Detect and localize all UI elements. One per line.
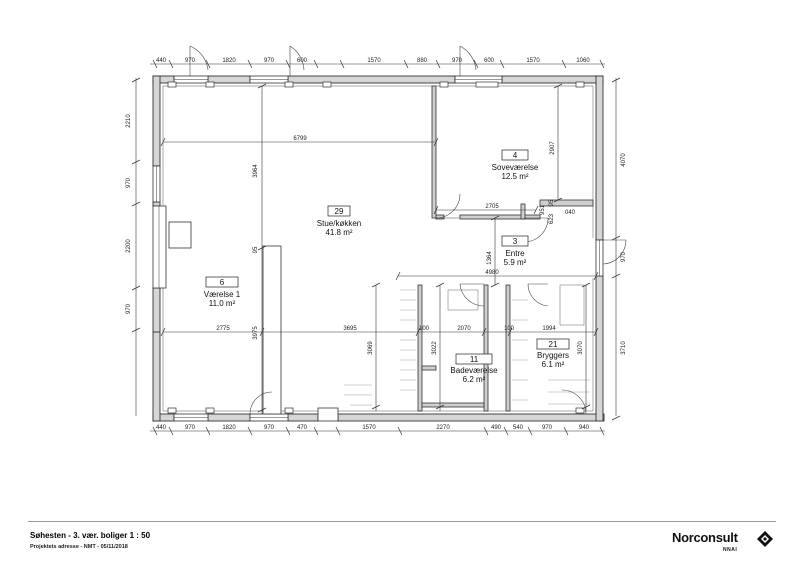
dimension-ticks <box>131 59 621 436</box>
dim-bottom-2: 1820 <box>222 425 236 431</box>
room-4-name: Soveværelse <box>492 163 539 172</box>
dim-inner-3695: 3695 <box>343 326 357 332</box>
room-29-name: Stue/køkken <box>317 219 361 228</box>
dim-top-10: 1060 <box>576 58 590 64</box>
dim-top-6: 880 <box>417 58 428 64</box>
dim-top-8: 600 <box>484 58 495 64</box>
room-4-number: 4 <box>513 151 518 160</box>
dim-bottom-6: 2270 <box>436 425 450 431</box>
room-29-number: 29 <box>335 207 344 216</box>
dim-bottom-3: 970 <box>264 425 275 431</box>
window-sills <box>167 81 585 414</box>
dim-inner-951: 951 <box>540 204 546 215</box>
dim-top-9: 1570 <box>526 58 540 64</box>
dim-inner-100b: 100 <box>504 326 515 332</box>
dim-inner-3070: 3070 <box>578 341 584 355</box>
dim-inner-95b: 95 <box>253 246 259 253</box>
exterior-walls <box>152 75 605 422</box>
dim-inner-3975: 3975 <box>253 326 259 340</box>
room-4-label: 4 Soveværelse 12.5 m² <box>492 149 539 181</box>
dim-bottom-8: 540 <box>513 425 524 431</box>
dim-bottom-4: 470 <box>297 425 308 431</box>
dim-top-0: 440 <box>156 58 167 64</box>
room-6-area: 11.0 m² <box>209 299 236 308</box>
inner-dimension-ticks <box>160 83 599 413</box>
room-21-name: Bryggers <box>537 351 569 360</box>
right-dimension-labels: 4070 970 3710 <box>621 153 627 355</box>
norconsult-logo-icon <box>757 531 773 547</box>
dim-left-3: 970 <box>126 303 132 314</box>
dim-right-2: 3710 <box>621 341 627 355</box>
room-6-label: 6 Værelse 1 11.0 m² <box>204 276 241 308</box>
dim-left-0: 2210 <box>126 114 132 128</box>
floor-plan: 440 970 1820 970 600 1570 880 970 600 15… <box>126 45 627 436</box>
room-3-number: 3 <box>513 237 518 246</box>
dim-inner-4980: 4980 <box>485 270 499 276</box>
dim-inner-3964: 3964 <box>253 164 259 178</box>
room-3-label: 3 Entre 5.9 m² <box>501 235 529 267</box>
room-3-name: Entre <box>505 249 525 258</box>
stair-hatch <box>344 289 590 406</box>
room-29-area: 41.8 m² <box>325 228 352 237</box>
room-11-name: Badeværelse <box>450 366 498 375</box>
dim-inner-2705: 2705 <box>485 204 499 210</box>
room-11-number: 11 <box>470 355 479 364</box>
dim-bottom-5: 1570 <box>362 425 376 431</box>
drawing-subtitle: Projektets adresse - NMT - 05/11/2018 <box>30 544 128 550</box>
fixtures <box>299 144 585 326</box>
dim-inner-95a: 95 <box>549 199 555 206</box>
room-11-area: 6.2 m² <box>463 375 486 384</box>
dim-inner-623: 623 <box>549 213 555 224</box>
dim-top-7: 970 <box>452 58 463 64</box>
dimension-lines <box>135 63 617 432</box>
dim-inner-6799: 6799 <box>293 136 307 142</box>
dim-inner-040: 040 <box>565 210 576 216</box>
inner-dimension-lines <box>163 86 596 414</box>
dim-top-5: 1570 <box>367 58 381 64</box>
bottom-dimension-labels: 440 970 1820 970 470 1570 2270 490 540 9… <box>156 425 590 431</box>
dim-inner-1364: 1364 <box>487 251 493 265</box>
dim-left-2: 2200 <box>126 239 132 253</box>
room-6-name: Værelse 1 <box>204 290 241 299</box>
dim-inner-2070: 2070 <box>457 326 471 332</box>
dim-right-1: 970 <box>621 251 627 262</box>
dim-bottom-7: 490 <box>491 425 502 431</box>
dim-inner-3069: 3069 <box>368 341 374 355</box>
dim-inner-1994: 1994 <box>542 326 556 332</box>
dim-inner-2907: 2907 <box>550 141 556 155</box>
room-21-area: 6.1 m² <box>542 360 565 369</box>
room-4-area: 12.5 m² <box>501 172 528 181</box>
dim-left-1: 970 <box>126 177 132 188</box>
room-21-number: 21 <box>549 340 558 349</box>
top-dimension-labels: 440 970 1820 970 600 1570 880 970 600 15… <box>156 58 590 64</box>
room-29-label: 29 Stue/køkken 41.8 m² <box>317 205 361 237</box>
dim-bottom-0: 440 <box>156 425 167 431</box>
room-11-label: 11 Badeværelse 6.2 m² <box>450 353 498 384</box>
exterior-wall-inner-face <box>162 85 594 412</box>
doors <box>189 45 627 415</box>
room-21-label: 21 Bryggers 6.1 m² <box>536 338 570 369</box>
interior-walls <box>168 85 594 415</box>
dim-bottom-9: 970 <box>542 425 553 431</box>
dim-bottom-10: 940 <box>579 425 590 431</box>
room-6-number: 6 <box>220 278 225 287</box>
dim-top-2: 1820 <box>222 58 236 64</box>
drawing-title: Søhesten - 3. vær. boliger 1 : 50 <box>30 531 151 540</box>
windows <box>152 75 604 422</box>
dim-bottom-1: 970 <box>185 425 196 431</box>
window-mullions <box>156 79 600 418</box>
footer-divider <box>28 521 776 522</box>
brand-subtitle: NNAI <box>723 547 738 553</box>
room-3-area: 5.9 m² <box>504 258 527 267</box>
dim-inner-2775: 2775 <box>216 326 230 332</box>
dim-inner-100a: 100 <box>419 326 430 332</box>
dim-right-0: 4070 <box>621 153 627 167</box>
dim-top-1: 970 <box>185 58 196 64</box>
inner-dimension-labels: 6799 3964 2907 2705 951 623 95 040 95 13… <box>216 136 584 355</box>
left-dimension-labels: 2210 970 2200 970 <box>126 114 132 314</box>
brand-name: Norconsult <box>672 530 738 545</box>
dim-top-3: 970 <box>264 58 275 64</box>
dim-inner-3022: 3022 <box>432 341 438 355</box>
